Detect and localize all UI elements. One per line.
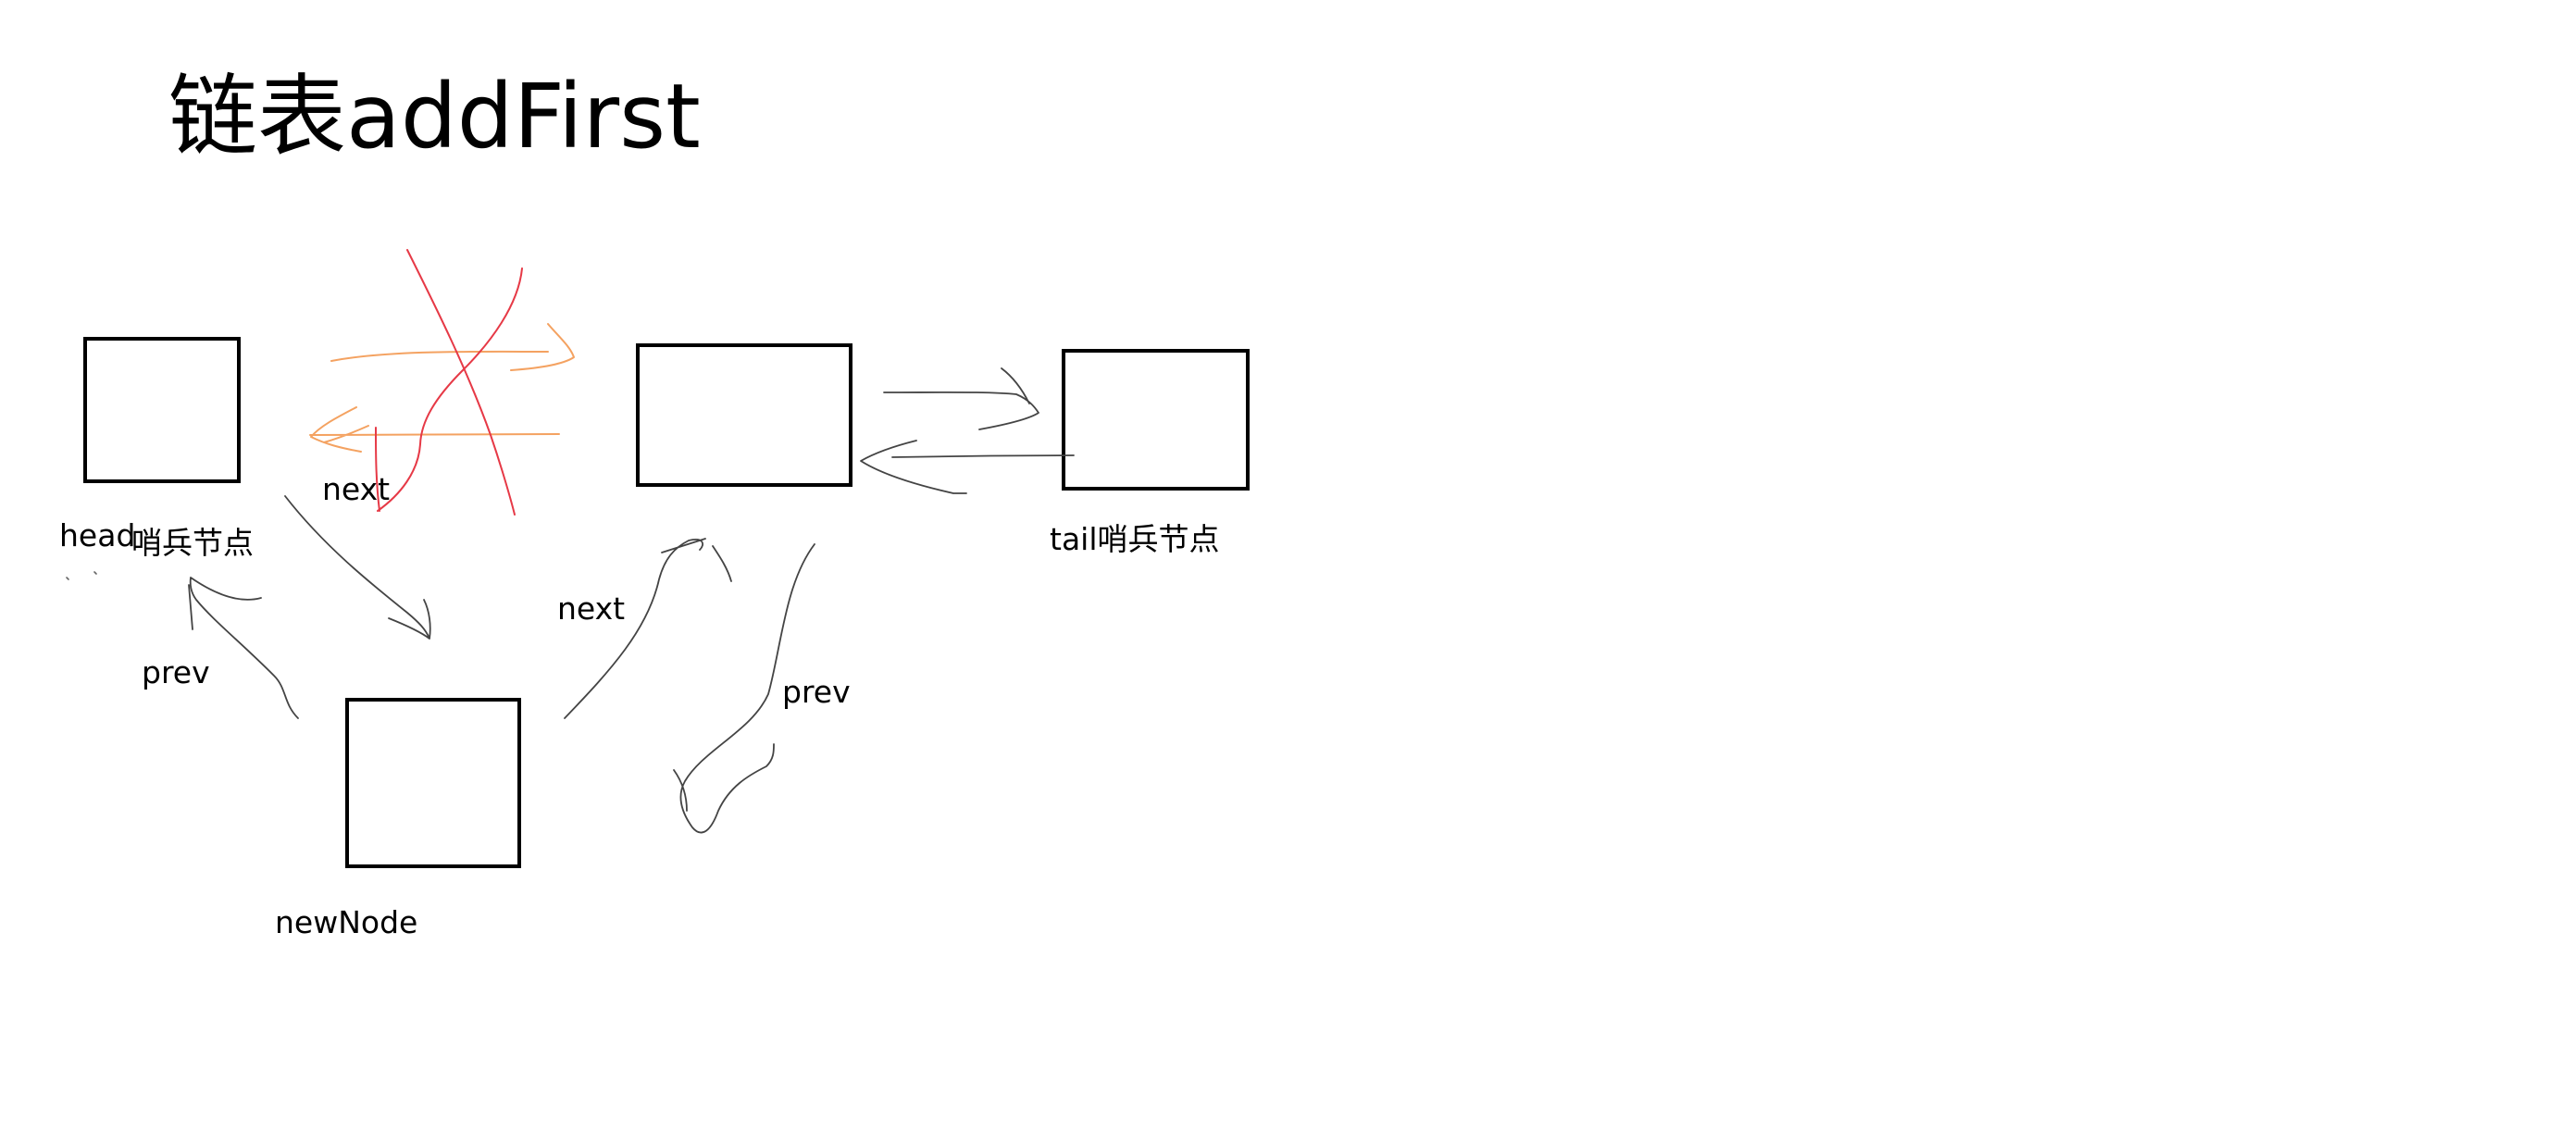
tail-to-first-prev-arrow <box>860 440 1075 494</box>
first-data-node <box>636 343 852 487</box>
cross-out-stroke-1 <box>406 249 516 516</box>
tail-sentinel-node <box>1062 349 1250 491</box>
head-to-newnode-next-arrow <box>284 495 431 640</box>
new-prev-out-label: prev <box>142 654 210 690</box>
newnode-to-head-prev-arrow <box>188 577 299 719</box>
head-label-head: head <box>59 517 136 553</box>
new-next-label: next <box>557 590 626 627</box>
new-node-label: newNode <box>275 904 418 940</box>
new-prev-in-label: prev <box>782 674 851 710</box>
head-sentinel-node <box>83 337 241 483</box>
crossed-next-arrow <box>330 323 575 371</box>
new-node <box>345 698 521 868</box>
crossed-prev-arrow <box>309 406 560 453</box>
first-to-tail-next-arrow <box>883 367 1039 430</box>
first-to-newnode-prev-arrow <box>673 543 815 834</box>
head-label-sentinel: 哨兵节点 <box>131 525 254 561</box>
ink-speck-1 <box>66 577 69 580</box>
newnode-to-first-next-arrow <box>564 538 732 719</box>
tail-label: tail哨兵节点 <box>1050 521 1220 557</box>
cross-out-stroke-2 <box>375 267 523 512</box>
ink-speck-2 <box>93 571 97 575</box>
diagram-title: 链表addFirst <box>168 65 701 168</box>
